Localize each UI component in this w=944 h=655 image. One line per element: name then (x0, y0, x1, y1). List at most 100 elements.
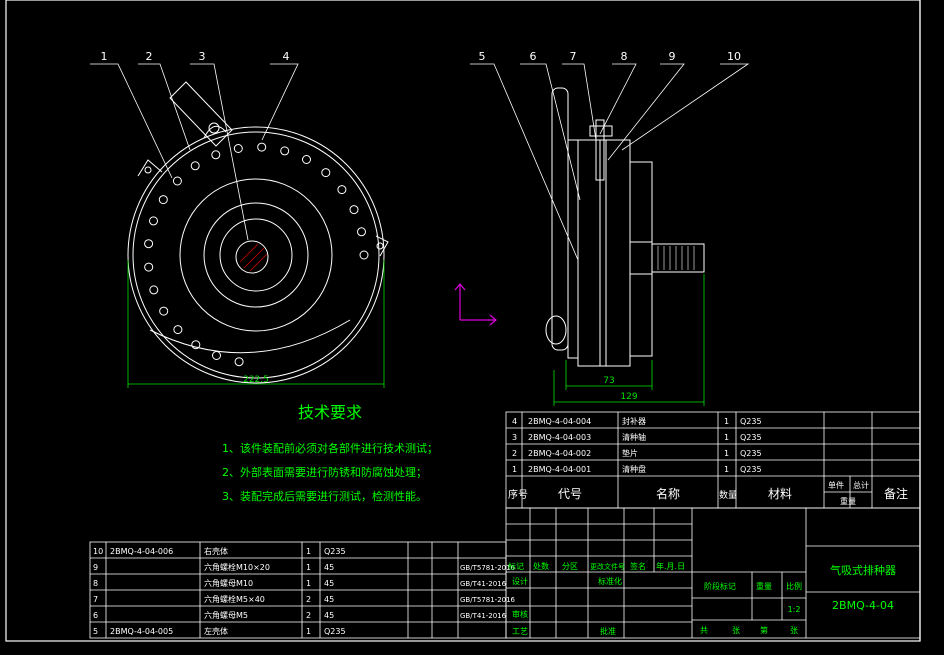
seed-hole (337, 185, 347, 195)
bom-u-code-4: 2BMQ-4-04-004 (528, 417, 591, 426)
bom-l-qty-8: 1 (306, 579, 311, 588)
bom-l-no-5: 5 (93, 627, 98, 636)
seed-hole (158, 195, 168, 205)
bom-l-name-9: 六角螺栓M10×20 (204, 562, 270, 572)
bom-u-code-2: 2BMQ-4-04-002 (528, 449, 591, 458)
callout-2: 2 (146, 50, 153, 63)
bom-u-mat-1: Q235 (740, 465, 762, 474)
tb-design: 设计 (512, 576, 528, 586)
seed-hole (144, 262, 154, 272)
side-inner-value: 73 (603, 376, 614, 386)
bom-l-name-5: 左壳体 (204, 626, 228, 636)
tb-approve: 批准 (600, 626, 616, 636)
bom-u-qty-4: 1 (724, 417, 729, 426)
title-block-labels: 标记 处数 分区 更改文件号 签名 年.月.日 设计 标准化 审核 工艺 批准 … (508, 561, 896, 636)
seed-hole (172, 176, 182, 186)
ucs-axis-icon (454, 283, 497, 326)
bom-l-std-8: GB/T5781-2016 (460, 596, 516, 604)
tech-requirement-3: 3、装配完成后需要进行测试，检测性能。 (222, 489, 427, 503)
front-width-value: 222.5 (243, 375, 269, 385)
side-dimensions (553, 274, 705, 406)
tech-requirements-title: 技术要求 (298, 403, 362, 422)
bom-header: 序号 代号 名称 数量 材料 单件 总计 重量 备注 (508, 480, 908, 506)
tb-process: 工艺 (512, 627, 528, 636)
callout-1: 1 (101, 50, 108, 63)
seed-hole (159, 306, 169, 316)
seed-hole (149, 285, 159, 295)
bom-u-name-1: 清种盘 (622, 464, 646, 474)
tb-ratio-value: 1:2 (788, 605, 801, 614)
seed-hole (173, 325, 183, 335)
bom-l-mat-6: 45 (324, 611, 334, 620)
bom-l-name-6: 六角螺母M5 (204, 610, 248, 620)
seed-hole (233, 144, 243, 153)
bom-l-no-8: 8 (93, 579, 98, 588)
bom-l-code-5: 2BMQ-4-04-005 (110, 627, 173, 636)
bom-header-no: 序号 (508, 488, 528, 501)
seed-hole (234, 357, 244, 367)
tb-sheet-unit2: 张 (790, 626, 798, 635)
bom-l-no-6: 6 (93, 611, 98, 620)
bom-u-no-2: 2 (512, 449, 517, 458)
bom-header-total: 总计 (853, 480, 869, 490)
seed-hole-ring (144, 142, 369, 367)
bom-u-no-1: 1 (512, 465, 517, 474)
seed-hole (349, 205, 359, 215)
bom-l-qty-6: 2 (306, 611, 311, 620)
callout-8: 8 (621, 50, 628, 63)
bom-u-no-4: 4 (512, 417, 517, 426)
bom-l-mat-5: Q235 (324, 627, 346, 636)
bom-u-no-3: 3 (512, 433, 517, 442)
bom-lower-rows: 10 2BMQ-4-04-006 右壳体 1 Q235 GB/T5781-201… (93, 546, 516, 636)
bom-l-std-10: GB/T5781-2016 (460, 564, 516, 572)
tb-count: 处数 (533, 561, 549, 571)
tb-drawing-no: 2BMQ-4-04 (832, 599, 894, 612)
bom-l-qty-7: 2 (306, 595, 311, 604)
tb-mark: 标记 (508, 561, 524, 571)
side-outer-value: 129 (620, 392, 637, 402)
tb-sheet-unit: 张 (732, 626, 740, 635)
tb-drawing-name: 气吸式排种器 (830, 563, 896, 577)
callout-6: 6 (530, 50, 537, 63)
tb-sign: 签名 (630, 561, 646, 571)
tech-requirement-1: 1、该件装配前必须对各部件进行技术测试； (222, 441, 438, 455)
callout-5: 5 (479, 50, 486, 63)
tb-stage: 阶段标记 (704, 581, 736, 591)
bom-l-name-8: 六角螺母M10 (204, 578, 253, 588)
bom-l-qty-5: 1 (306, 627, 311, 636)
bom-u-mat-2: Q235 (740, 449, 762, 458)
front-width-dimension (127, 260, 385, 388)
bom-l-std-7: GB/T41-2016 (460, 612, 507, 620)
tb-docno: 更改文件号 (590, 562, 625, 571)
bom-l-std-9: GB/T41-2016 (460, 580, 507, 588)
seed-hole (321, 168, 331, 178)
bom-l-mat-8: 45 (324, 579, 334, 588)
bom-u-name-4: 封补器 (622, 416, 646, 426)
bom-header-note: 备注 (884, 486, 908, 501)
tb-weight: 重量 (756, 581, 772, 591)
seed-hole (144, 239, 154, 249)
callout-9: 9 (669, 50, 676, 63)
bom-header-unit: 单件 (828, 480, 844, 490)
bom-l-qty-9: 1 (306, 563, 311, 572)
bom-u-mat-3: Q235 (740, 433, 762, 442)
callout-10: 10 (727, 50, 741, 63)
seed-hole (149, 216, 158, 226)
tb-sheet-no: 第 (760, 625, 768, 635)
bom-l-name-10: 右壳体 (204, 546, 228, 556)
tb-standard: 标准化 (598, 576, 622, 586)
tb-sheet-total: 共 (700, 626, 708, 635)
bom-u-qty-3: 1 (724, 433, 729, 442)
tb-review: 审核 (512, 609, 528, 619)
bom-upper-rows: 4 2BMQ-4-04-004 封补器 1 Q235 3 2BMQ-4-04-0… (512, 416, 762, 474)
callout-leaders (90, 63, 750, 261)
bom-u-code-3: 2BMQ-4-04-003 (528, 433, 591, 442)
seed-hole (359, 250, 369, 260)
bom-lower-grid (89, 541, 507, 639)
callout-7: 7 (570, 50, 577, 63)
bom-l-mat-9: 45 (324, 563, 334, 572)
bom-header-weight: 重量 (840, 496, 856, 506)
bom-u-mat-4: Q235 (740, 417, 762, 426)
seed-hole (280, 146, 290, 156)
